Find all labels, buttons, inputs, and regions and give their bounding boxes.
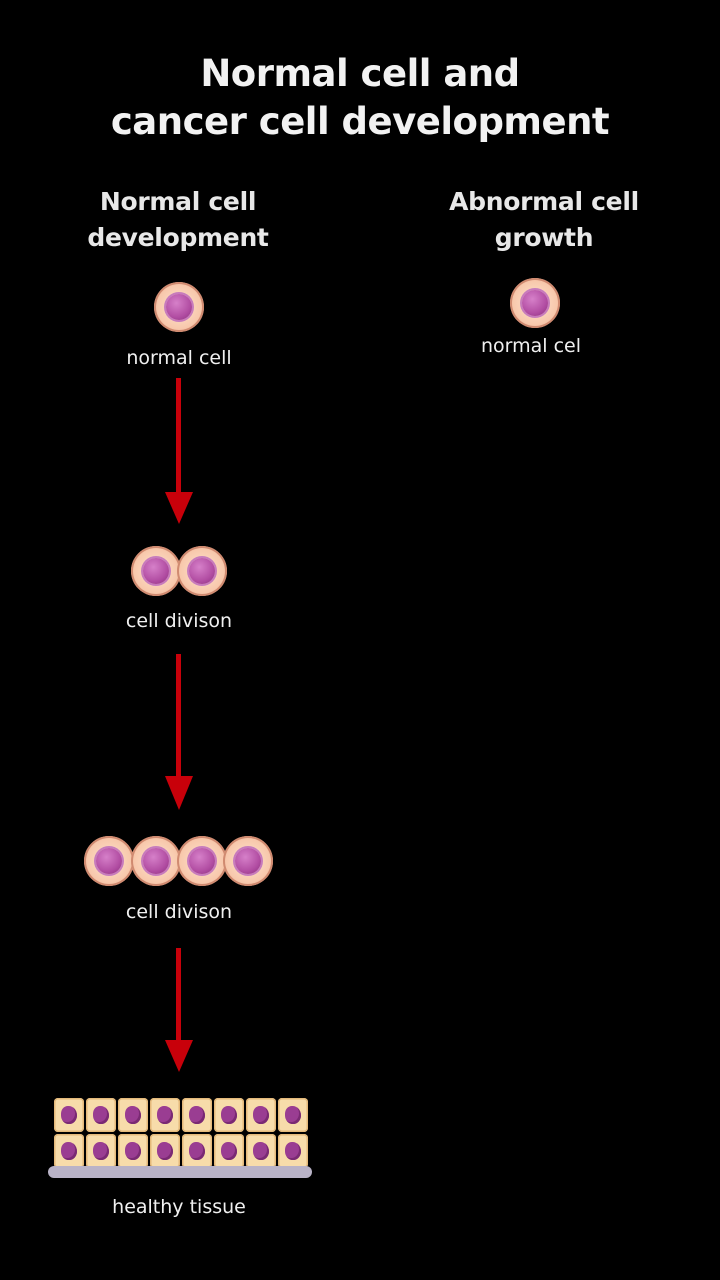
divided-cell xyxy=(177,836,227,886)
tissue-cell xyxy=(86,1098,116,1132)
tissue-cell xyxy=(214,1098,244,1132)
tissue-cell xyxy=(182,1098,212,1132)
tissue-cell xyxy=(246,1134,276,1168)
step-label-cell-division: cell divison xyxy=(125,901,233,923)
divided-cell xyxy=(177,546,227,596)
tissue-cell xyxy=(214,1134,244,1168)
left-column-heading: Normal cell development xyxy=(28,184,328,256)
step-label-healthy-tissue: healthy tissue xyxy=(112,1196,246,1218)
divided-cell xyxy=(223,836,273,886)
tissue-cell xyxy=(246,1098,276,1132)
right-heading-line-1: Abnormal cell xyxy=(449,187,639,216)
title-line-2: cancer cell development xyxy=(110,100,610,143)
tissue-cell xyxy=(150,1098,180,1132)
tissue-cell xyxy=(118,1098,148,1132)
page-title: Normal cell and cancer cell development xyxy=(0,50,720,146)
right-label-clip: normal cel xyxy=(470,334,582,362)
tissue-cell xyxy=(150,1134,180,1168)
tissue-cell xyxy=(278,1134,308,1168)
divided-cell xyxy=(131,836,181,886)
tissue-cell xyxy=(86,1134,116,1168)
healthy-tissue-illustration xyxy=(48,1094,312,1186)
tissue-cell xyxy=(54,1134,84,1168)
right-heading-line-2: growth xyxy=(494,223,594,252)
title-line-1: Normal cell and xyxy=(200,52,520,95)
divided-cell xyxy=(84,836,134,886)
tissue-cell xyxy=(118,1134,148,1168)
divided-cell xyxy=(131,546,181,596)
down-arrow-icon xyxy=(165,654,193,810)
left-heading-line-2: development xyxy=(87,223,269,252)
down-arrow-icon xyxy=(165,948,193,1072)
left-heading-line-1: Normal cell xyxy=(99,187,257,216)
tissue-cell xyxy=(54,1098,84,1132)
down-arrow-icon xyxy=(165,378,193,524)
step-label-normal-cell: normal cell xyxy=(126,347,232,369)
step-label-normal-cell-right: normal cel xyxy=(481,335,582,357)
tissue-cell xyxy=(182,1134,212,1168)
right-column-heading: Abnormal cell growth xyxy=(394,184,694,256)
step-label-cell-division: cell divison xyxy=(125,610,233,632)
abnormal-column-normal-cell xyxy=(510,278,560,328)
basement-membrane xyxy=(48,1166,312,1178)
normal-cell xyxy=(154,282,204,332)
tissue-cell xyxy=(278,1098,308,1132)
